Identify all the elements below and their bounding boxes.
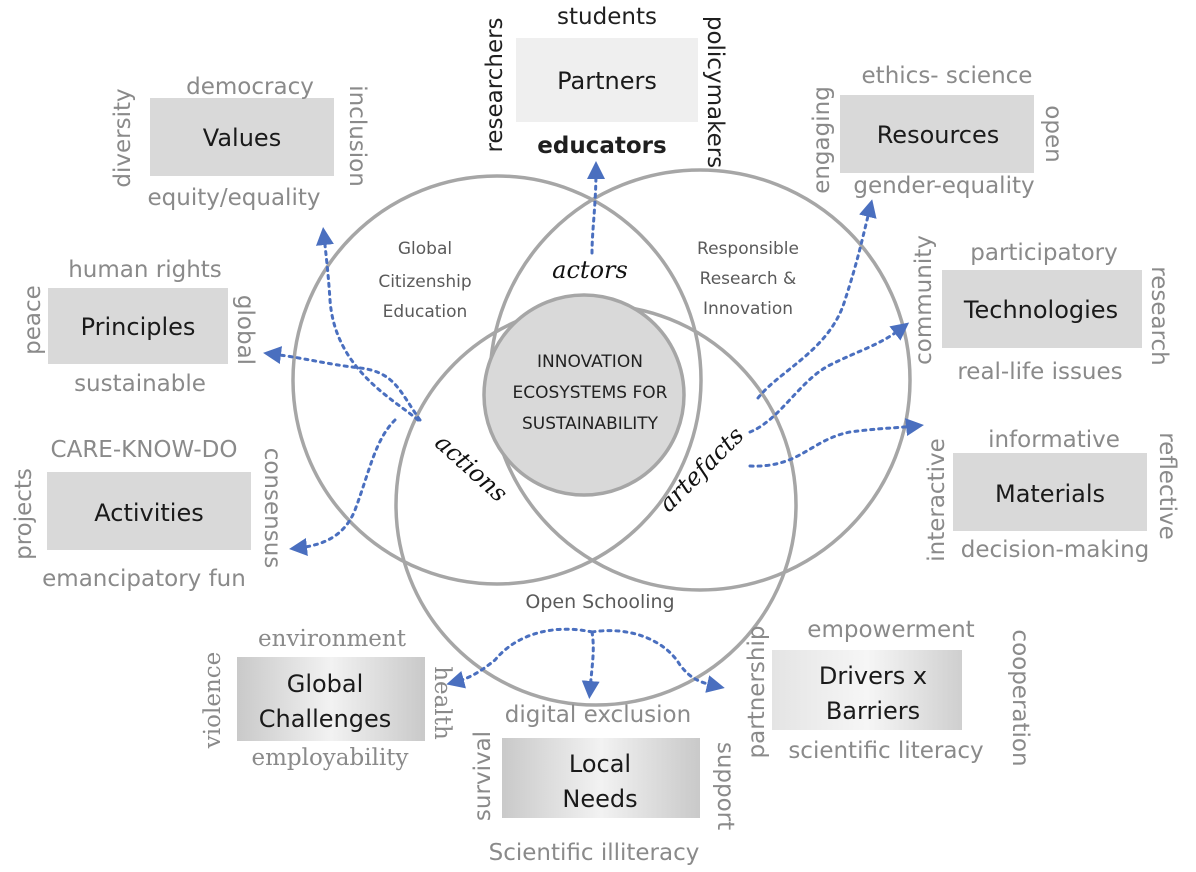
values-group: Values democracy diversity inclusion equ… — [110, 74, 370, 211]
principles-bottom: sustainable — [74, 371, 206, 397]
activities-top: CARE-KNOW-DO — [51, 437, 238, 463]
drivers-top: empowerment — [807, 617, 974, 643]
activities-group: Activities CARE-KNOW-DO projects consens… — [11, 437, 285, 592]
resources-bottom: gender-equality — [853, 173, 1034, 199]
center-circle — [482, 293, 686, 497]
technologies-group: Technologies participatory community res… — [911, 235, 1172, 385]
arrow-to-activities — [289, 418, 397, 556]
center-line-1: INNOVATION — [537, 352, 643, 372]
principles-group: Principles human rights peace global sus… — [20, 257, 258, 397]
resources-right: open — [1040, 105, 1066, 162]
challenges-group: Global Challenges environment violence h… — [200, 626, 455, 771]
drivers-box — [772, 650, 962, 730]
challenges-box — [237, 657, 425, 741]
circle-global-citizenship — [291, 174, 703, 586]
open-schooling-label: Open Schooling — [525, 591, 674, 613]
challenges-left: violence — [200, 652, 226, 749]
needs-group: Local Needs digital exclusion survival s… — [470, 702, 738, 866]
needs-box — [502, 738, 700, 818]
partners-bottom: educators — [537, 133, 666, 159]
activities-bottom: emancipatory fun — [42, 566, 246, 592]
values-right: inclusion — [344, 85, 370, 187]
materials-bottom: decision-making — [961, 537, 1150, 563]
materials-right: reflective — [1154, 432, 1180, 540]
technologies-right: research — [1146, 266, 1172, 366]
challenges-top: environment — [258, 626, 407, 652]
activities-box — [47, 472, 251, 550]
gce-line-2: Citizenship — [378, 272, 471, 292]
values-box — [150, 98, 334, 176]
partners-group: Partners students researchers policymake… — [482, 4, 728, 168]
materials-left: interactive — [924, 438, 950, 562]
rri-line-1: Responsible — [697, 239, 799, 259]
technologies-top: participatory — [970, 240, 1117, 266]
actors-label: actors — [552, 256, 628, 284]
center-line-2: ECOSYSTEMS FOR — [513, 383, 668, 403]
partners-top: students — [557, 4, 657, 30]
drivers-bottom: scientific literacy — [788, 738, 983, 764]
arrow-to-resources — [756, 199, 877, 400]
gce-line-3: Education — [383, 302, 468, 322]
center-line-3: SUSTAINABILITY — [522, 414, 659, 434]
arrow-to-challenges — [446, 627, 594, 689]
needs-top: digital exclusion — [505, 702, 691, 728]
principles-label: Principles — [81, 313, 196, 341]
materials-group: Materials informative interactive reflec… — [924, 427, 1180, 563]
drivers-right: cooperation — [1007, 629, 1033, 766]
partners-right: policymakers — [702, 16, 728, 168]
needs-right: support — [712, 742, 738, 830]
drivers-left: partnership — [744, 626, 770, 759]
needs-label-line-2: Needs — [562, 785, 637, 813]
partners-label: Partners — [557, 67, 657, 95]
activities-right: consensus — [259, 448, 285, 569]
materials-box — [953, 453, 1147, 531]
activities-left: projects — [11, 468, 37, 560]
arrow-to-technologies — [748, 322, 910, 434]
challenges-label-line-1: Global — [287, 670, 364, 698]
values-bottom: equity/equality — [148, 185, 321, 211]
arrow-to-needs — [581, 630, 600, 699]
resources-group: Resources ethics- science engaging open … — [809, 63, 1066, 199]
activities-label: Activities — [94, 499, 204, 527]
principles-left: peace — [20, 285, 46, 355]
values-label: Values — [203, 124, 281, 152]
needs-left: survival — [470, 731, 496, 821]
challenges-bottom: employability — [251, 745, 408, 771]
arrow-to-partners — [586, 161, 605, 255]
principles-top: human rights — [68, 257, 222, 283]
rri-line-3: Innovation — [703, 299, 793, 319]
challenges-right: health — [429, 666, 455, 740]
resources-left: engaging — [809, 86, 835, 194]
technologies-left: community — [911, 235, 937, 365]
needs-label-line-1: Local — [569, 750, 631, 778]
arrow-to-drivers — [590, 629, 725, 693]
values-top: democracy — [186, 74, 314, 100]
materials-top: informative — [988, 427, 1120, 453]
arrow-to-values — [315, 227, 420, 422]
drivers-label-line-2: Barriers — [826, 697, 920, 725]
principles-box — [48, 288, 228, 364]
resources-box — [840, 95, 1034, 173]
partners-box — [516, 38, 698, 122]
resources-label: Resources — [877, 121, 1000, 149]
technologies-box — [942, 270, 1142, 348]
partners-left: researchers — [482, 17, 508, 152]
technologies-label: Technologies — [963, 296, 1118, 324]
principles-right: global — [232, 295, 258, 365]
technologies-bottom: real-life issues — [957, 359, 1122, 385]
challenges-label-line-2: Challenges — [259, 705, 392, 733]
values-left: diversity — [110, 88, 136, 187]
needs-bottom: Scientific illiteracy — [489, 840, 700, 866]
gce-line-1: Global — [398, 239, 452, 259]
rri-line-2: Research & — [700, 269, 797, 289]
arrow-to-principles — [263, 346, 422, 422]
drivers-label-line-1: Drivers x — [819, 662, 927, 690]
arrow-to-materials — [748, 418, 924, 468]
resources-top: ethics- science — [862, 63, 1033, 89]
materials-label: Materials — [995, 480, 1105, 508]
drivers-group: Drivers x Barriers empowerment partnersh… — [744, 617, 1033, 767]
